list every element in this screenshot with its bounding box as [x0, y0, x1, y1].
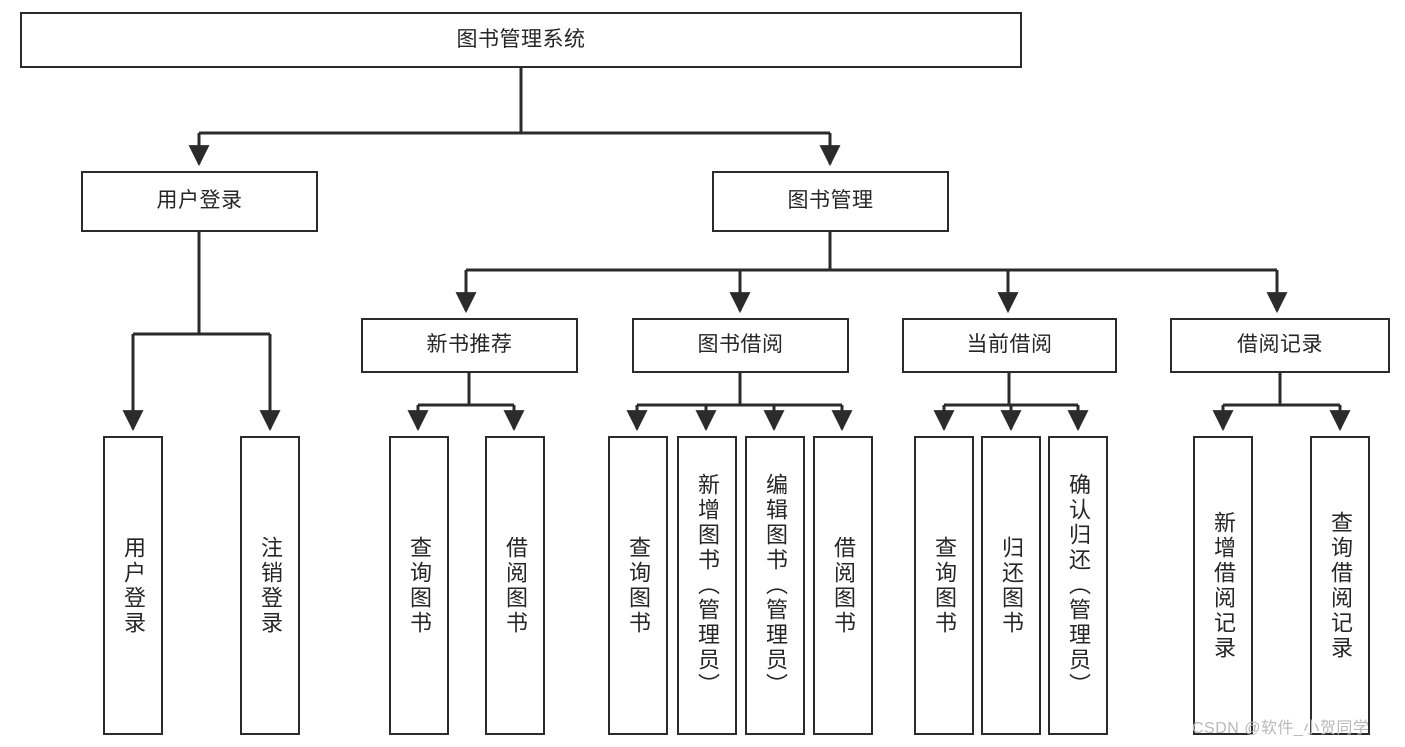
leaf-borrow-query-books-label: 查询图书: [626, 535, 651, 636]
leaf-borrow-borrow-books-label: 借阅图书: [831, 535, 856, 636]
node-new-book-recommend-label: 新书推荐: [426, 333, 513, 357]
leaf-current-query-books-label: 查询图书: [932, 535, 957, 636]
leaf-new-book-borrow-books-label: 借阅图书: [503, 535, 528, 636]
node-new-book-recommend[interactable]: 新书推荐: [361, 318, 578, 373]
leaf-current-confirm-return-admin-label: 确认归还（管理员）: [1066, 473, 1091, 698]
leaf-record-query-borrow-record[interactable]: 查询借阅记录: [1310, 436, 1370, 735]
node-current-borrow-label: 当前借阅: [966, 333, 1053, 357]
node-root[interactable]: 图书管理系统: [20, 12, 1022, 68]
leaf-borrow-add-book-admin-label: 新增图书（管理员）: [695, 473, 720, 698]
leaf-current-confirm-return-admin[interactable]: 确认归还（管理员）: [1048, 436, 1108, 735]
leaf-new-book-query-books-label: 查询图书: [407, 535, 432, 636]
leaf-borrow-edit-book-admin-label: 编辑图书（管理员）: [763, 473, 788, 698]
leaf-borrow-query-books[interactable]: 查询图书: [608, 436, 668, 735]
node-book-borrow-label: 图书借阅: [697, 333, 784, 357]
leaf-new-book-borrow-books[interactable]: 借阅图书: [485, 436, 545, 735]
node-borrow-record-label: 借阅记录: [1237, 333, 1323, 357]
leaf-logout-label: 注销登录: [258, 535, 283, 636]
leaf-user-login-label: 用户登录: [121, 535, 146, 636]
leaf-current-query-books[interactable]: 查询图书: [914, 436, 974, 735]
leaf-record-add-borrow-record-label: 新增借阅记录: [1211, 510, 1236, 661]
csdn-watermark: CSDN @软件_小贺同学: [1192, 720, 1370, 737]
leaf-record-add-borrow-record[interactable]: 新增借阅记录: [1193, 436, 1253, 735]
node-current-borrow[interactable]: 当前借阅: [902, 318, 1117, 373]
node-borrow-record[interactable]: 借阅记录: [1170, 318, 1390, 373]
leaf-current-return-books-label: 归还图书: [999, 535, 1024, 636]
node-book-management[interactable]: 图书管理: [712, 171, 949, 232]
leaf-borrow-borrow-books[interactable]: 借阅图书: [813, 436, 873, 735]
leaf-current-return-books[interactable]: 归还图书: [981, 436, 1041, 735]
leaf-record-query-borrow-record-label: 查询借阅记录: [1328, 510, 1353, 661]
leaf-borrow-edit-book-admin[interactable]: 编辑图书（管理员）: [745, 436, 805, 735]
node-root-label: 图书管理系统: [456, 27, 586, 51]
node-user-login[interactable]: 用户登录: [81, 171, 318, 232]
node-book-management-label: 图书管理: [787, 189, 874, 213]
leaf-user-login[interactable]: 用户登录: [103, 436, 163, 735]
node-user-login-label: 用户登录: [156, 189, 243, 213]
node-book-borrow[interactable]: 图书借阅: [632, 318, 849, 373]
leaf-borrow-add-book-admin[interactable]: 新增图书（管理员）: [677, 436, 737, 735]
leaf-logout[interactable]: 注销登录: [240, 436, 300, 735]
leaf-new-book-query-books[interactable]: 查询图书: [389, 436, 449, 735]
